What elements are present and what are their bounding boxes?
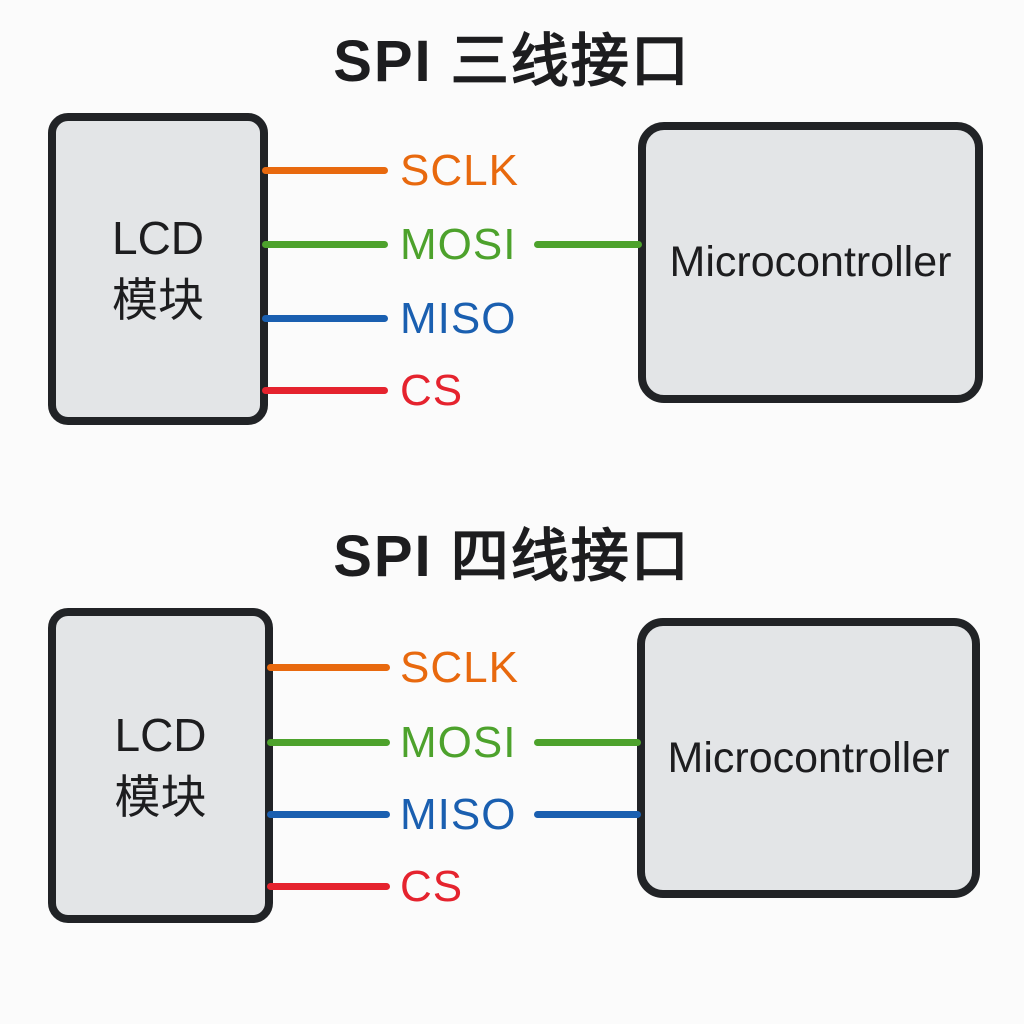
three-wire-title: SPI 三线接口 <box>333 29 691 94</box>
microcontroller-box: Microcontroller <box>638 122 983 403</box>
microcontroller-box: Microcontroller <box>637 618 980 898</box>
cs-label: CS <box>400 366 464 415</box>
lcd-module-box: LCD 模块 <box>48 608 273 923</box>
mosi-wire-stub <box>267 739 390 746</box>
lcd-label-line1: LCD <box>114 708 207 761</box>
microcontroller-label: Microcontroller <box>667 733 950 782</box>
mosi-wire-link-to-mcu <box>534 241 642 248</box>
cs-wire-stub <box>267 883 390 890</box>
four-wire-title: SPI 四线接口 <box>333 524 691 589</box>
mosi-wire-stub <box>262 241 388 248</box>
mosi-label: MOSI <box>400 718 517 767</box>
sclk-label: SCLK <box>400 643 519 692</box>
miso-label: MISO <box>400 790 517 839</box>
cs-wire-stub <box>262 387 388 394</box>
sclk-wire-stub <box>262 167 388 174</box>
lcd-label-line2: 模块 <box>112 274 204 326</box>
sclk-wire-stub <box>267 664 390 671</box>
miso-wire-stub <box>262 315 388 322</box>
miso-wire-stub <box>267 811 390 818</box>
mosi-label: MOSI <box>400 220 517 269</box>
lcd-module-box: LCD 模块 <box>48 113 268 425</box>
cs-label: CS <box>400 862 464 911</box>
lcd-label-line2: 模块 <box>114 770 207 823</box>
miso-label: MISO <box>400 294 517 343</box>
microcontroller-label: Microcontroller <box>669 238 952 286</box>
mosi-wire-link-to-mcu <box>534 739 641 746</box>
sclk-label: SCLK <box>400 146 519 195</box>
miso-wire-link-to-mcu <box>534 811 641 818</box>
lcd-label-line1: LCD <box>111 212 205 264</box>
